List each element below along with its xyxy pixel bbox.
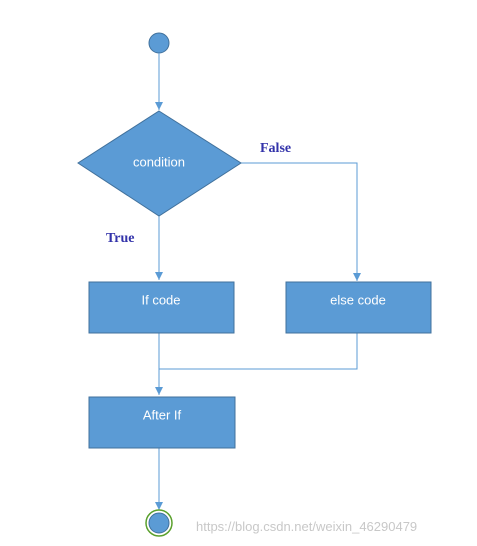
start-node [148, 32, 170, 54]
after-if-label: After If [143, 407, 182, 422]
condition-label: condition [133, 154, 185, 169]
connector-else-code-merge [159, 333, 358, 370]
true-branch-label: True [106, 231, 135, 246]
false-branch-label: False [260, 141, 291, 156]
if-code-process-node [88, 281, 235, 334]
condition-decision-node [77, 110, 242, 217]
else-code-label: else code [330, 292, 386, 307]
else-code-process-node [285, 281, 432, 334]
watermark-url: https://blog.csdn.net/weixin_46290479 [196, 519, 417, 534]
if-code-label: If code [141, 292, 180, 307]
connector-false-branch [241, 162, 361, 281]
after-if-process-node [88, 396, 236, 449]
end-node-ring [145, 509, 173, 537]
end-node [148, 512, 170, 534]
